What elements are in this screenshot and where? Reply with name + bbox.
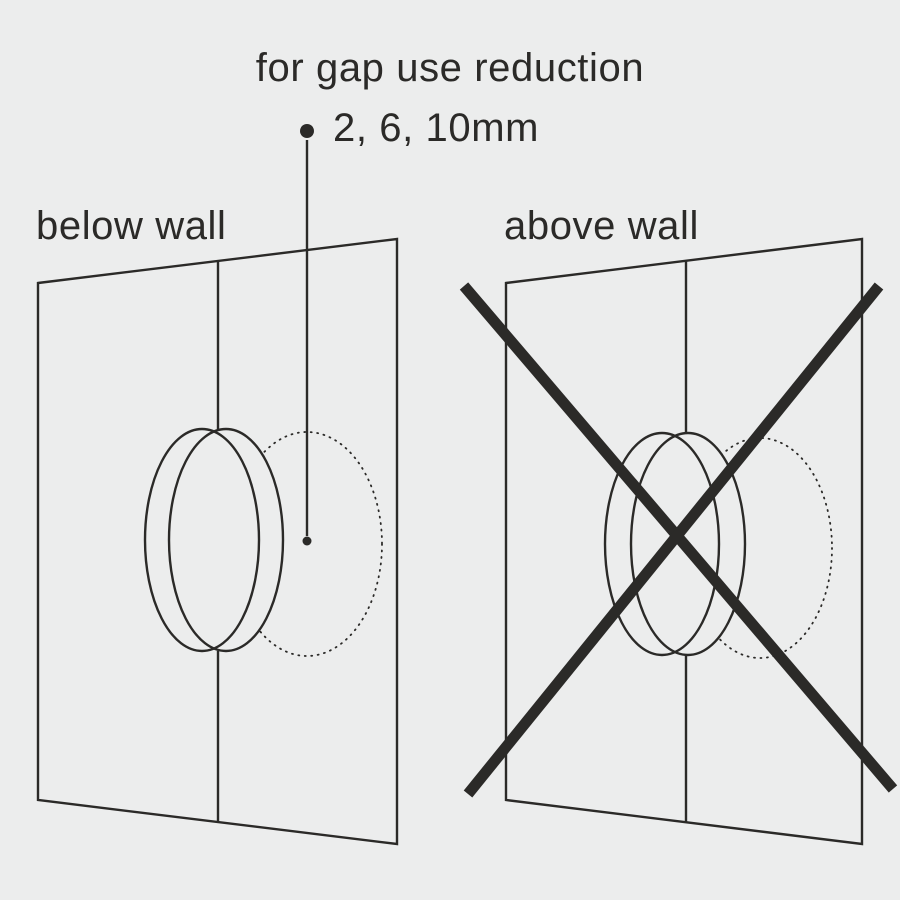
below-gap-dotted-outline [231,431,383,657]
socket-cylinder-front-rim [603,431,721,657]
cross-out-x [459,282,898,798]
panel-label-above-wall: above wall [504,204,700,248]
diagram-title: for gap use reduction [255,46,645,90]
socket-cylinder-rear-rim [167,427,285,653]
measurement-callout: 2, 6, 10mm [333,106,540,150]
leader-line [300,124,314,546]
below-wall-outline [36,237,399,846]
socket-cylinder-rear-rim [629,431,747,657]
above-wall-outline [504,237,864,846]
leader-end-dot [302,536,312,546]
measurement-bullet [300,124,314,138]
panel-label-below-wall: below wall [36,204,227,248]
x-stroke-2 [463,282,884,798]
below-wall-panel [36,237,399,846]
socket-mask [145,429,259,651]
above-gap-dotted-outline [687,437,833,659]
socket-cylinder-front-rim [143,427,261,653]
